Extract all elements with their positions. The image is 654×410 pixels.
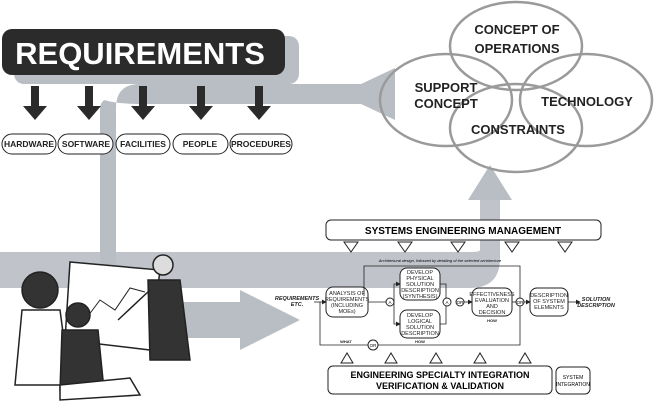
- node-or-1-label: OR: [457, 300, 465, 305]
- triangle-down-icon: [397, 241, 413, 253]
- output-l2: DESCRIPTION: [577, 303, 616, 309]
- triangle-up-icon: [473, 352, 487, 364]
- physical-l2: PHYSICAL: [406, 276, 433, 282]
- requirements-title: REQUIREMENTS: [15, 36, 265, 71]
- node-a-1-label: A: [388, 300, 391, 305]
- management-triangles: [343, 241, 573, 253]
- system-integration-l2: INTEGRATION: [556, 382, 590, 388]
- triangle-down-icon: [557, 241, 573, 253]
- triangle-down-icon: [343, 241, 359, 253]
- requirement-arrows: [23, 86, 271, 120]
- physical-l1: DEVELOP: [407, 270, 433, 276]
- node-or-3: [367, 339, 379, 351]
- physical-l3: SOLUTION: [406, 282, 434, 288]
- band-arrowhead-up: [468, 165, 512, 200]
- eff-l4: DECISION: [479, 310, 506, 316]
- triangle-down-icon: [450, 241, 466, 253]
- specialty-triangles: [340, 352, 532, 364]
- arrow-down-icon: [77, 86, 101, 120]
- triangle-up-icon: [340, 352, 354, 364]
- item-hardware: [1, 133, 57, 155]
- logical-l2: LOGICAL: [408, 319, 432, 325]
- eff-l2: EVALUATION: [475, 298, 509, 304]
- item-people: [172, 133, 229, 155]
- system-integration-l1: SYSTEM: [563, 375, 584, 381]
- systems-engineering-management-box: [325, 219, 602, 241]
- specialty-line2: VERIFICATION & VALIDATION: [376, 381, 504, 391]
- circle-concept-of-operations: [448, 0, 584, 92]
- band-arrowhead-left: [340, 68, 395, 120]
- node-or-1: [455, 297, 465, 307]
- triangle-up-icon: [429, 352, 443, 364]
- venn-circles: [378, 0, 654, 174]
- output-l1: SOLUTION: [582, 297, 611, 303]
- constraints-label: CONSTRAINTS: [471, 122, 565, 137]
- support-concept-line2: CONCEPT: [414, 96, 478, 111]
- node-or-2: [515, 297, 525, 307]
- specialty-integration-box: [327, 365, 553, 395]
- triangle-down-icon: [504, 241, 520, 253]
- arrow-down-icon: [189, 86, 213, 120]
- analysis-l3: (INCLUDING: [331, 303, 363, 309]
- architecture-note: Architectural design, followed by detail…: [378, 258, 502, 263]
- item-software: [57, 133, 114, 155]
- circle-constraints: [448, 82, 584, 174]
- arrow-down-icon: [247, 86, 271, 120]
- item-software-label: SOFTWARE: [62, 139, 110, 149]
- node-or-3-label: OR: [370, 343, 378, 348]
- triangle-up-icon: [518, 352, 532, 364]
- circle-technology: [518, 52, 654, 148]
- item-hardware-label: HARDWARE: [4, 139, 54, 149]
- node-a-2: [442, 297, 452, 307]
- analysis-l1: ANALYSIS OF: [329, 291, 365, 297]
- physical-l5: (SYNTHESIS): [403, 294, 438, 300]
- item-facilities: [115, 133, 171, 155]
- what-label: WHAT: [340, 339, 352, 344]
- logical-l3: SOLUTION: [406, 325, 434, 331]
- input-line1: REQUIREMENTS: [275, 296, 320, 302]
- specialty-line1: ENGINEERING SPECIALTY INTEGRATION: [350, 370, 529, 380]
- how-label: HOW: [415, 339, 425, 344]
- item-facilities-label: FACILITIES: [120, 139, 166, 149]
- desc-l2: OF SYSTEM: [533, 299, 565, 305]
- physical-l4: DESCRIPTION: [401, 288, 439, 294]
- arrow-down-icon: [23, 86, 47, 120]
- system-integration-box: [555, 366, 591, 395]
- concept-ops-line2: OPERATIONS: [475, 41, 560, 56]
- desc-l3: ELEMENTS: [534, 305, 564, 311]
- analysis-l4: MOEs): [338, 309, 355, 315]
- management-label: SYSTEMS ENGINEERING MANAGEMENT: [365, 226, 561, 237]
- node-a-1: [385, 297, 395, 307]
- support-concept-line1: SUPPORT: [415, 80, 478, 95]
- logical-l1: DEVELOP: [407, 313, 433, 319]
- desc-l1: DESCRIPTION: [530, 293, 568, 299]
- item-procedures-label: PROCEDURES: [231, 139, 291, 149]
- item-people-label: PEOPLE: [183, 139, 218, 149]
- people-illustration: [14, 254, 191, 401]
- logical-l4: DESCRIPTION: [401, 331, 439, 337]
- input-line2: ETC.: [291, 302, 304, 308]
- eff-l3: AND: [486, 304, 498, 310]
- how-label-2: HOW: [487, 318, 497, 323]
- item-procedures: [229, 133, 293, 155]
- analysis-l2: REQUIREMENTS: [325, 297, 370, 303]
- concept-ops-line1: CONCEPT OF: [474, 22, 559, 37]
- requirements-box: [2, 29, 285, 75]
- triangle-up-icon: [384, 352, 398, 364]
- technology-label: TECHNOLOGY: [541, 94, 633, 109]
- eff-l1: EFFECTIVENESS: [469, 292, 515, 298]
- arrow-down-icon: [131, 86, 155, 120]
- circle-support-concept: [378, 52, 514, 148]
- node-or-2-label: OR: [517, 300, 525, 305]
- node-a-2-label: A: [445, 300, 448, 305]
